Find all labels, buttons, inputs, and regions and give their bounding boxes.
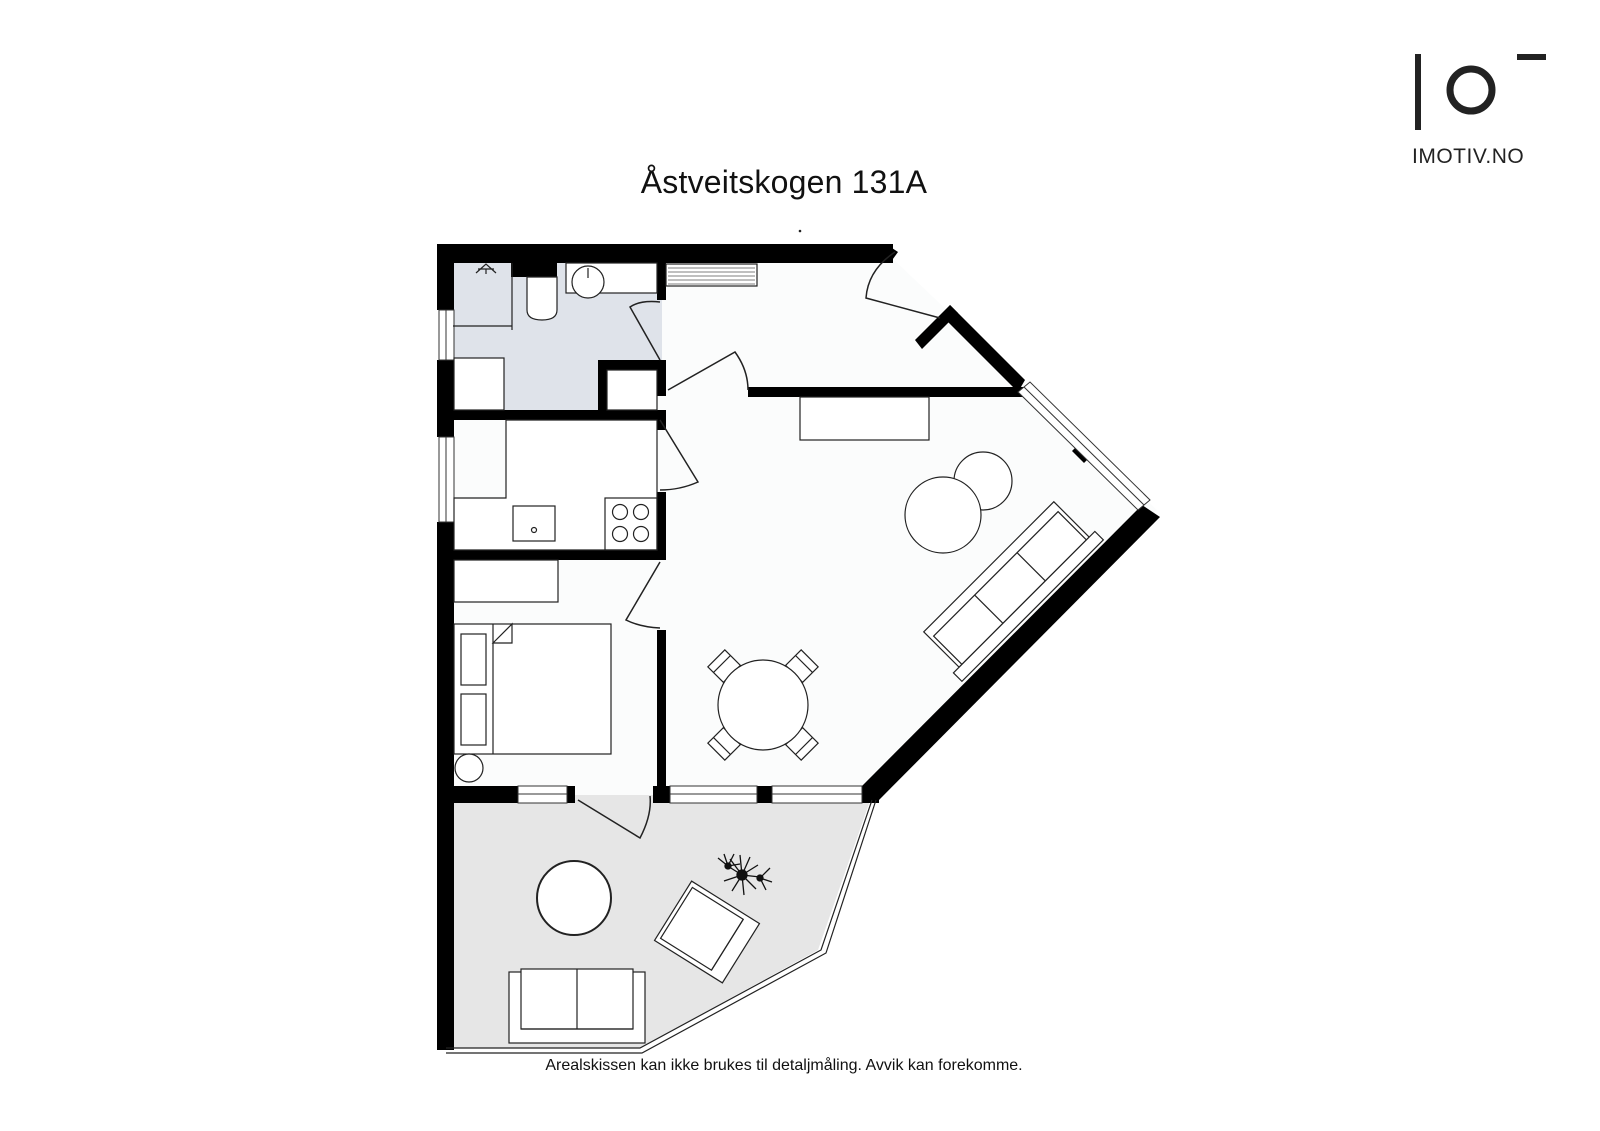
toilet-icon <box>526 276 558 321</box>
stove-icon <box>604 497 658 551</box>
sink-icon <box>571 265 605 299</box>
balcony-railing <box>446 799 873 1049</box>
bathroom-floor <box>453 263 662 410</box>
storage-cabinet <box>606 369 658 411</box>
page-title: Åstveitskogen 131A <box>0 164 1600 201</box>
dining-table <box>717 659 809 751</box>
disclaimer: Arealskissen kan ikke brukes til detaljm… <box>0 1057 1600 1075</box>
round-stool <box>454 753 484 783</box>
living-fixtures <box>706 396 1105 762</box>
living-sofa <box>922 500 1105 683</box>
side-table-2 <box>904 476 982 554</box>
disclaimer-text: Arealskissen kan ikke brukes til detaljm… <box>545 1057 1023 1074</box>
kitchen-sink-icon <box>512 505 556 542</box>
balcony-sofa <box>508 968 646 1044</box>
pillow-1 <box>460 633 487 686</box>
door-balcony <box>577 795 652 840</box>
washer <box>453 357 505 411</box>
doors <box>577 251 941 840</box>
door-kitchen <box>659 419 700 491</box>
bedroom-wardrobe <box>453 559 559 603</box>
bathroom-fixtures <box>453 262 758 411</box>
door-entrance <box>865 251 941 319</box>
windows <box>438 309 1151 804</box>
pillow-2 <box>460 693 487 746</box>
walls <box>437 244 1160 1050</box>
shower-drain-icon <box>475 263 497 274</box>
imotiv-logo-icon <box>1415 54 1546 130</box>
kitchen-counter <box>453 419 658 551</box>
title-text: Åstveitskogen 131A <box>640 164 928 200</box>
balcony <box>446 799 877 1054</box>
door-hall <box>667 351 749 391</box>
sideboard <box>799 396 930 441</box>
dining-set <box>706 648 820 762</box>
bedroom-fixtures <box>453 559 612 783</box>
plant-icon <box>717 853 773 896</box>
radiator-icon <box>665 263 758 287</box>
balcony-armchair <box>653 880 761 984</box>
brand-name: IMOTIV.NO <box>1412 145 1525 168</box>
balcony-round-table <box>536 860 612 936</box>
door-bathroom <box>629 300 661 361</box>
kitchen-fixtures <box>453 419 658 551</box>
door-bedroom <box>624 561 661 629</box>
